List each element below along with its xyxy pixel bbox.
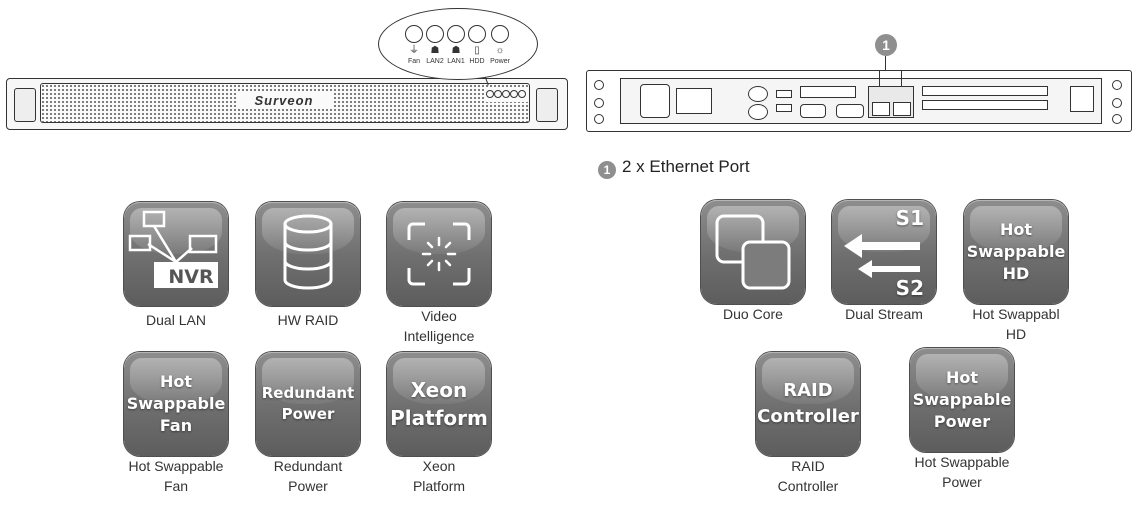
arrows-icon bbox=[844, 234, 920, 278]
callout-bracket bbox=[879, 70, 880, 86]
ps2-port bbox=[748, 86, 768, 102]
led-hdd: ▯ HDD bbox=[464, 25, 490, 66]
usb-port bbox=[776, 104, 792, 112]
brand-logo: Surveon bbox=[236, 93, 332, 109]
mount-hole bbox=[594, 114, 604, 124]
expansion-slot bbox=[922, 100, 1048, 110]
serial-port bbox=[800, 104, 826, 118]
callout-line bbox=[885, 56, 886, 70]
dual-stream-tile: S1 S2 bbox=[832, 200, 936, 304]
led-label: HDD bbox=[469, 58, 485, 65]
tile-label: Redundant Power bbox=[261, 384, 355, 423]
led-circle bbox=[405, 25, 423, 43]
duo-core-caption: Duo Core bbox=[723, 306, 783, 322]
vga-port bbox=[836, 104, 864, 118]
tile-label: Hot Swappable HD bbox=[966, 220, 1066, 283]
dual-stream-caption: Dual Stream bbox=[845, 306, 923, 322]
tile-label: Hot Swappable Power bbox=[912, 368, 1012, 431]
focus-frame-icon bbox=[407, 222, 471, 286]
led-power: ☼ Power bbox=[487, 25, 513, 66]
hot-swappable-fan-caption: Hot Swappable Fan bbox=[128, 458, 224, 494]
stream-label-s1: S1 bbox=[895, 206, 924, 230]
duo-core-tile bbox=[701, 200, 805, 304]
database-icon bbox=[283, 214, 333, 290]
mount-hole bbox=[594, 80, 604, 90]
ethernet-port bbox=[893, 102, 911, 116]
left-rack-handle bbox=[14, 88, 36, 122]
led-label: LAN2 bbox=[426, 58, 444, 65]
xeon-platform-caption: Xeon Platform bbox=[412, 458, 466, 494]
led-circle bbox=[491, 25, 509, 43]
led-circle bbox=[468, 25, 486, 43]
stream-label-s2: S2 bbox=[895, 276, 924, 300]
ethernet-port-legend: 1 2 x Ethernet Port bbox=[598, 156, 750, 179]
led-circle bbox=[426, 25, 444, 43]
tile-label: RAID Controller bbox=[757, 380, 859, 427]
power-inlet bbox=[676, 88, 712, 114]
usb-port bbox=[776, 90, 792, 98]
dual-lan-caption: Dual LAN bbox=[146, 312, 206, 328]
hot-swappable-power-tile: Hot Swappable Power bbox=[910, 348, 1014, 452]
tile-label: Xeon Platform bbox=[390, 378, 488, 430]
ps2-port bbox=[748, 104, 768, 120]
front-led-strip bbox=[484, 88, 528, 102]
legend-text: 2 x Ethernet Port bbox=[622, 157, 750, 176]
tile-label: NVR bbox=[168, 266, 214, 288]
hot-swappable-hd-caption: Hot Swappabl HD bbox=[972, 306, 1060, 342]
network-icon: ☗ bbox=[430, 45, 440, 56]
overlapping-squares-icon bbox=[715, 214, 791, 290]
led-lan2: ☗ LAN2 bbox=[422, 25, 448, 66]
led-fan: ⏚ Fan bbox=[401, 25, 427, 66]
raid-controller-caption: RAID Controller bbox=[777, 458, 839, 494]
raid-controller-tile: RAID Controller bbox=[756, 352, 860, 456]
led-indicator-callout: ⏚ Fan ☗ LAN2 ☗ LAN1 ▯ HDD ☼ Power bbox=[378, 8, 538, 80]
power-light-icon: ☼ bbox=[495, 45, 505, 56]
hot-swappable-fan-tile: Hot Swappable Fan bbox=[124, 352, 228, 456]
tile-label: Hot Swappable Fan bbox=[126, 372, 226, 435]
callout-bracket bbox=[901, 70, 902, 86]
hdd-icon: ▯ bbox=[474, 45, 480, 56]
video-intelligence-tile bbox=[387, 202, 491, 306]
hw-raid-tile bbox=[256, 202, 360, 306]
fan-icon: ⏚ bbox=[409, 45, 419, 56]
redundant-power-tile: Redundant Power bbox=[256, 352, 360, 456]
xeon-platform-tile: Xeon Platform bbox=[387, 352, 491, 456]
led-label: LAN1 bbox=[447, 58, 465, 65]
led-label: Power bbox=[490, 58, 510, 65]
redundant-power-caption: Redundant Power bbox=[273, 458, 343, 494]
mount-hole bbox=[1112, 114, 1122, 124]
video-intelligence-caption: Video Intelligence bbox=[403, 308, 475, 344]
callout-bracket bbox=[880, 70, 902, 71]
right-rack-handle bbox=[536, 88, 558, 122]
led-label: Fan bbox=[407, 58, 421, 65]
callout-number-badge: 1 bbox=[875, 34, 897, 56]
psu-fan bbox=[640, 84, 670, 118]
slot-bracket bbox=[800, 86, 856, 98]
network-topology-icon bbox=[128, 210, 218, 288]
mount-hole bbox=[1112, 98, 1122, 108]
mount-hole bbox=[594, 98, 604, 108]
hot-swappable-power-caption: Hot Swappable Power bbox=[914, 454, 1010, 490]
dual-lan-tile: NVR bbox=[124, 202, 228, 306]
led-circle bbox=[447, 25, 465, 43]
hot-swappable-hd-tile: Hot Swappable HD bbox=[964, 200, 1068, 304]
ethernet-port bbox=[872, 102, 890, 116]
expansion-slot bbox=[922, 86, 1048, 96]
hw-raid-caption: HW RAID bbox=[277, 312, 339, 328]
rear-psu-module bbox=[1070, 86, 1094, 112]
mount-hole bbox=[1112, 80, 1122, 90]
legend-number-badge: 1 bbox=[598, 161, 616, 179]
network-icon: ☗ bbox=[451, 45, 461, 56]
led-lan1: ☗ LAN1 bbox=[443, 25, 469, 66]
